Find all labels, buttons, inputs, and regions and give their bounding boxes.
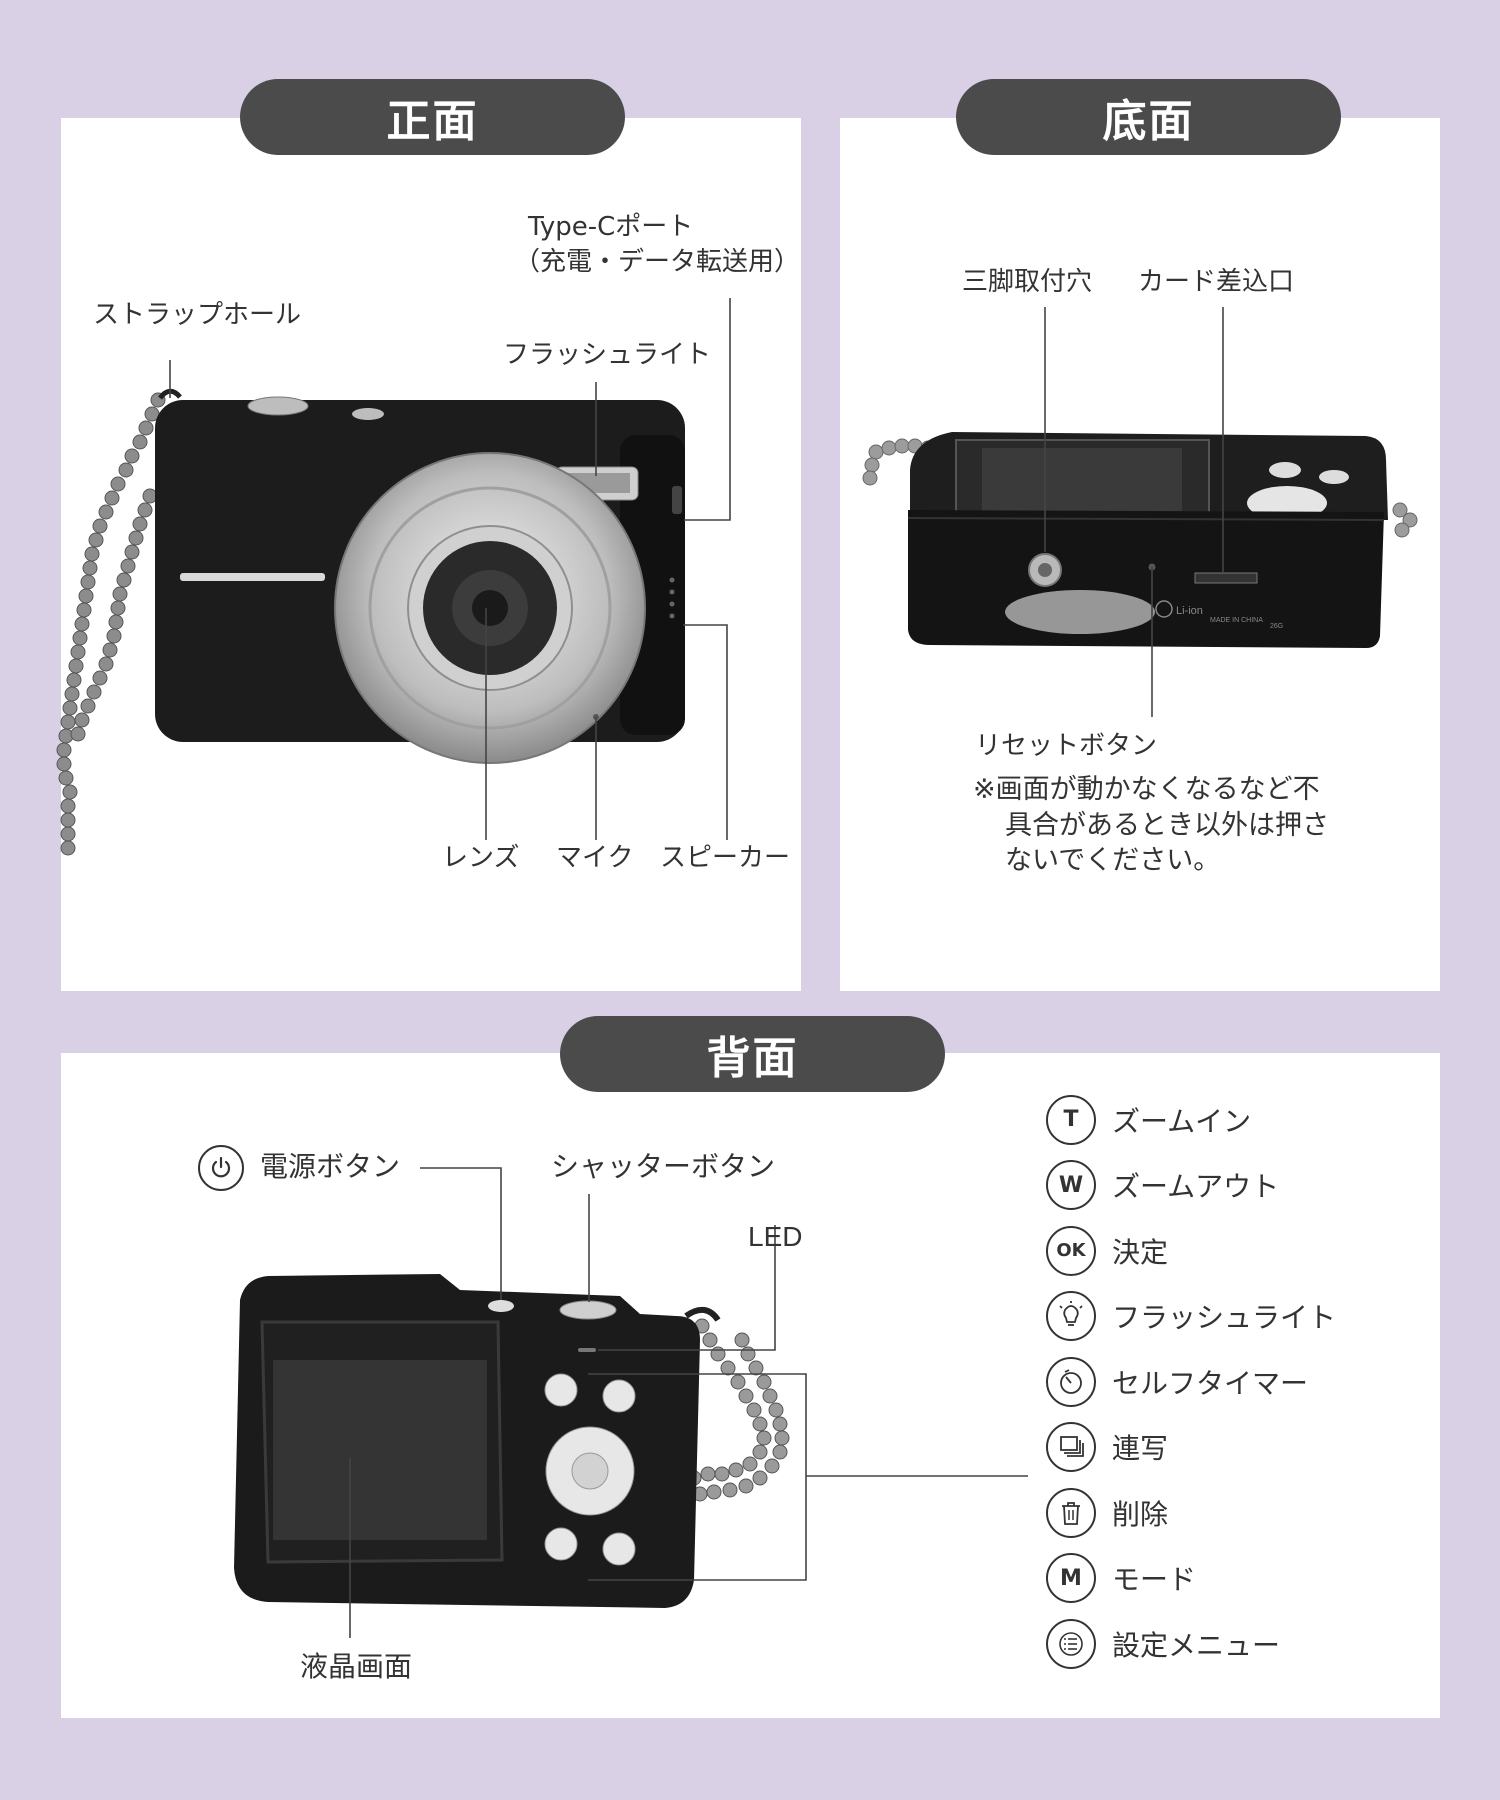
- legend-item: T ズームイン: [1046, 1087, 1336, 1153]
- speaker-label: スピーカー: [660, 843, 791, 873]
- bottom-camera-illustration: Li-ion MADE IN CHINA 26G: [862, 432, 1418, 648]
- size-print: 26G: [1270, 623, 1283, 630]
- power-button-label: 電源ボタン: [260, 1150, 401, 1183]
- made-in-print: MADE IN CHINA: [1210, 617, 1263, 624]
- power-icon: [198, 1145, 244, 1191]
- timer-icon: [1046, 1356, 1096, 1407]
- legend-label: ズームアウト: [1112, 1170, 1280, 1204]
- reset-note-line3: ないでください。: [1005, 845, 1221, 877]
- bulb-icon: [1046, 1291, 1096, 1342]
- shutter-button-label: シャッターボタン: [551, 1150, 776, 1183]
- lcd-screen-label: 液晶画面: [300, 1650, 413, 1683]
- legend-label: フラッシュライト: [1112, 1301, 1337, 1335]
- burst-icon: [1046, 1422, 1096, 1473]
- ok-button-icon: OK: [1046, 1225, 1096, 1276]
- bottom-title: 底面: [956, 79, 1341, 155]
- button-legend: T ズームイン W ズームアウト OK 決定 フラッシュライト セルフタイマー …: [1046, 1087, 1336, 1677]
- trash-icon: [1046, 1487, 1096, 1538]
- back-title: 背面: [560, 1016, 945, 1092]
- reset-note: ※画面が動かなくなるなど不 具合があるとき以外は押さ ないでください。: [973, 772, 1329, 879]
- w-button-icon: W: [1046, 1160, 1096, 1211]
- mic-label: マイク: [556, 843, 634, 873]
- legend-item: 削除: [1046, 1480, 1336, 1546]
- t-button-icon: T: [1046, 1094, 1096, 1145]
- legend-item: 連写: [1046, 1415, 1336, 1481]
- legend-item: W ズームアウト: [1046, 1153, 1336, 1219]
- legend-item: OK 決定: [1046, 1218, 1336, 1284]
- legend-label: 連写: [1112, 1432, 1169, 1466]
- front-title: 正面: [240, 79, 625, 155]
- legend-label: ズームイン: [1112, 1104, 1252, 1138]
- legend-item: 設定メニュー: [1046, 1611, 1336, 1677]
- m-button-icon: M: [1046, 1553, 1096, 1604]
- back-strap-chain: [686, 1318, 790, 1502]
- reset-note-line1: ※画面が動かなくなるなど不: [973, 774, 1320, 805]
- flash-light-label: フラッシュライト: [503, 340, 712, 370]
- legend-label: 設定メニュー: [1112, 1628, 1281, 1662]
- reset-note-line2: 具合があるとき以外は押さ: [1005, 809, 1329, 841]
- battery-print: Li-ion: [1176, 605, 1203, 617]
- strap-chain: [56, 392, 166, 856]
- legend-label: セルフタイマー: [1112, 1366, 1309, 1400]
- typec-port-label: Type-Cポート （充電・データ転送用）: [514, 210, 800, 280]
- menu-icon: [1046, 1618, 1096, 1669]
- legend-item: フラッシュライト: [1046, 1284, 1336, 1350]
- lens-label: レンズ: [442, 843, 520, 873]
- typec-label-line2: （充電・データ転送用）: [514, 247, 801, 278]
- led-label: LED: [748, 1221, 803, 1252]
- reset-button-label: リセットボタン: [975, 731, 1158, 761]
- card-slot-label: カード差込口: [1138, 267, 1295, 297]
- typec-label-line1: Type-Cポート: [528, 212, 694, 242]
- front-camera-illustration: [56, 388, 685, 856]
- strap-hole-label: ストラップホール: [93, 300, 302, 330]
- legend-label: モード: [1112, 1563, 1197, 1597]
- legend-label: 削除: [1112, 1497, 1169, 1531]
- legend-item: M モード: [1046, 1546, 1336, 1612]
- legend-item: セルフタイマー: [1046, 1349, 1336, 1415]
- tripod-hole-label: 三脚取付穴: [962, 267, 1093, 297]
- legend-label: 決定: [1112, 1235, 1169, 1269]
